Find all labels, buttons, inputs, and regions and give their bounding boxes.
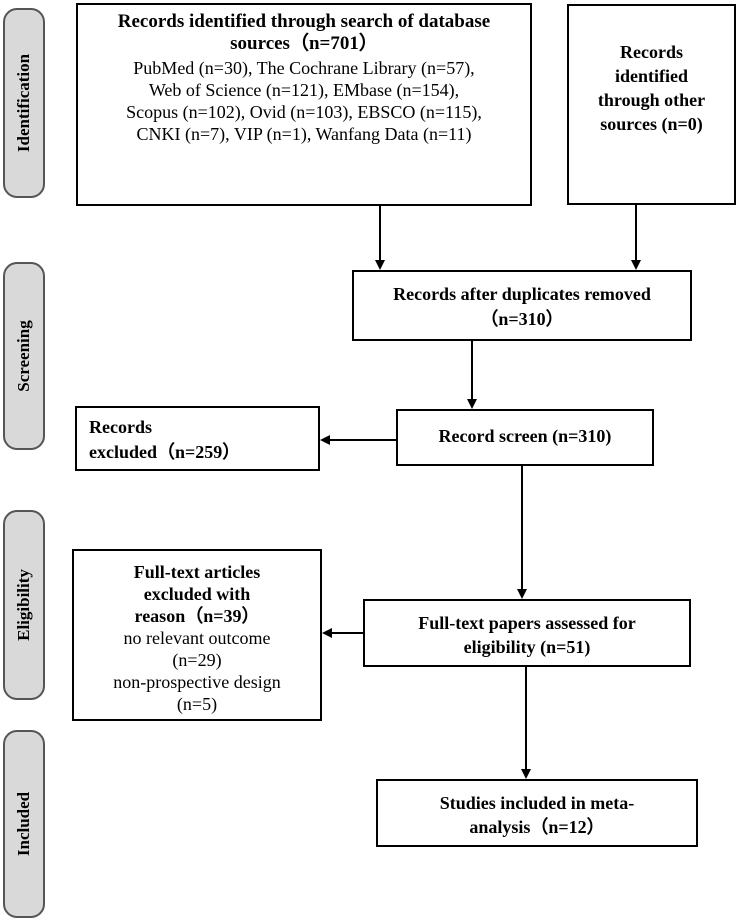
database-search-line-3: Scopus (n=102), Ovid (n=103), EBSCO (n=1…: [126, 102, 482, 122]
phase-identification: Identification: [3, 8, 45, 198]
other-sources-line-1: Records: [620, 42, 683, 62]
other-sources-box: Records identified through other sources…: [567, 4, 736, 205]
fulltext-assessed-line-2: eligibility (n=51): [463, 637, 591, 657]
fulltext-assessed-line-1: Full-text papers assessed for: [418, 613, 636, 633]
studies-included-box: Studies included in meta- analysis（n=12）: [376, 779, 698, 847]
studies-included-line-1: Studies included in meta-: [439, 793, 635, 813]
fulltext-excluded-line-1: Full-text articles: [133, 562, 261, 582]
fulltext-assessed-box: Full-text papers assessed for eligibilit…: [363, 599, 691, 667]
database-search-line-2: Web of Science (n=121), EMbase (n=154),: [148, 80, 460, 100]
records-excluded-line-1: Records: [89, 417, 152, 437]
record-screen-line-1: Record screen (n=310): [438, 426, 612, 446]
database-search-line-4: CNKI (n=7), VIP (n=1), Wanfang Data (n=1…: [136, 124, 472, 144]
phase-screening: Screening: [3, 262, 45, 450]
database-search-line-1: PubMed (n=30), The Cochrane Library (n=5…: [133, 58, 475, 78]
fulltext-excluded-line-3: reason（n=39）: [134, 606, 260, 626]
fulltext-excluded-line-6: non-prospective design: [113, 672, 281, 692]
duplicates-removed-box: Records after duplicates removed （n=310）: [352, 270, 692, 341]
fulltext-excluded-box: Full-text articles excluded with reason（…: [72, 549, 322, 721]
fulltext-excluded-line-7: (n=5): [176, 694, 218, 714]
database-search-title-2: sources（n=701）: [230, 33, 378, 54]
phase-included: Included: [3, 730, 45, 918]
duplicates-removed-line-2: （n=310）: [480, 309, 564, 329]
fulltext-excluded-line-2: excluded with: [143, 584, 251, 604]
duplicates-removed-line-1: Records after duplicates removed: [393, 284, 651, 304]
phase-eligibility: Eligibility: [3, 510, 45, 700]
records-excluded-box: Records excluded（n=259）: [75, 406, 320, 471]
records-excluded-line-2: excluded（n=259）: [89, 442, 241, 462]
other-sources-line-3: through other: [597, 90, 706, 110]
database-search-box: Records identified through search of dat…: [76, 3, 532, 206]
record-screen-box: Record screen (n=310): [396, 409, 654, 466]
other-sources-line-4: sources (n=0): [600, 114, 703, 134]
database-search-title-1: Records identified through search of dat…: [117, 11, 491, 32]
studies-included-line-2: analysis（n=12）: [469, 817, 605, 837]
fulltext-excluded-line-5: (n=29): [172, 650, 222, 670]
fulltext-excluded-line-4: no relevant outcome: [123, 628, 271, 648]
other-sources-line-2: identified: [614, 66, 688, 86]
